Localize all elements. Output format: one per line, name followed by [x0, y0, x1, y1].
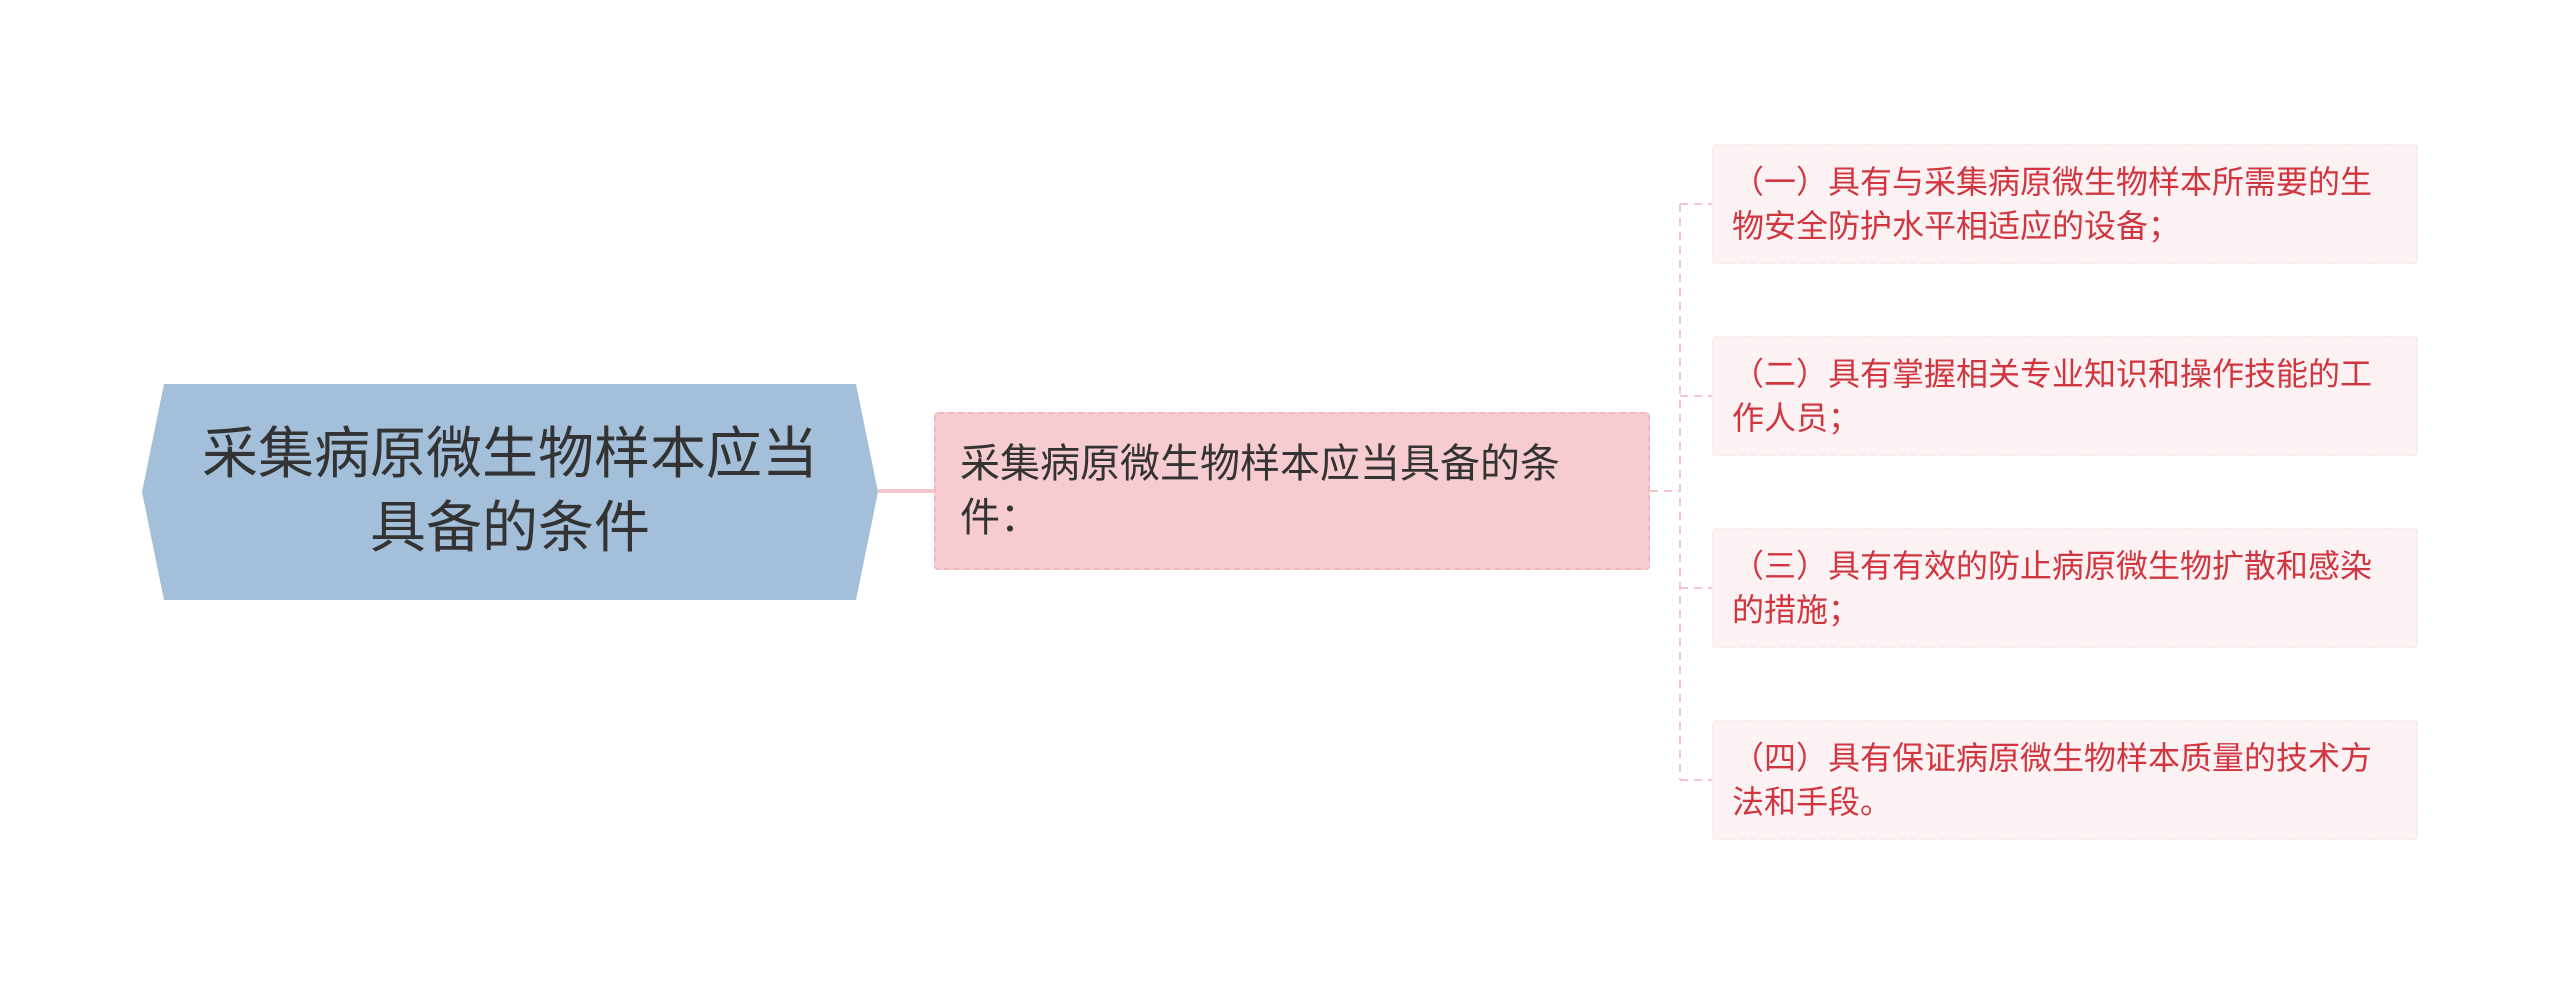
leaf-node-4[interactable]: （四）具有保证病原微生物样本质量的技术方法和手段。 — [1712, 720, 2418, 840]
leaf-label-3: （三）具有有效的防止病原微生物扩散和感染的措施； — [1732, 547, 2373, 629]
leaf-label-2: （二）具有掌握相关专业知识和操作技能的工作人员； — [1732, 355, 2373, 437]
leaf-node-1[interactable]: （一）具有与采集病原微生物样本所需要的生物安全防护水平相适应的设备； — [1712, 144, 2418, 264]
root-node[interactable]: 采集病原微生物样本应当具备的条件 — [142, 384, 878, 600]
leaf-node-3[interactable]: （三）具有有效的防止病原微生物扩散和感染的措施； — [1712, 528, 2418, 648]
root-hexagon-shape — [142, 384, 878, 600]
root-hexagon — [142, 384, 878, 600]
root-label: 采集病原微生物样本应当具备的条件 — [202, 422, 818, 561]
leaf-label-4: （四）具有保证病原微生物样本质量的技术方法和手段。 — [1732, 739, 2373, 821]
branch-label: 采集病原微生物样本应当具备的条件： — [960, 441, 1560, 541]
branch-node[interactable]: 采集病原微生物样本应当具备的条件： — [934, 412, 1650, 570]
leaf-node-2[interactable]: （二）具有掌握相关专业知识和操作技能的工作人员； — [1712, 336, 2418, 456]
leaf-label-1: （一）具有与采集病原微生物样本所需要的生物安全防护水平相适应的设备； — [1732, 163, 2373, 245]
